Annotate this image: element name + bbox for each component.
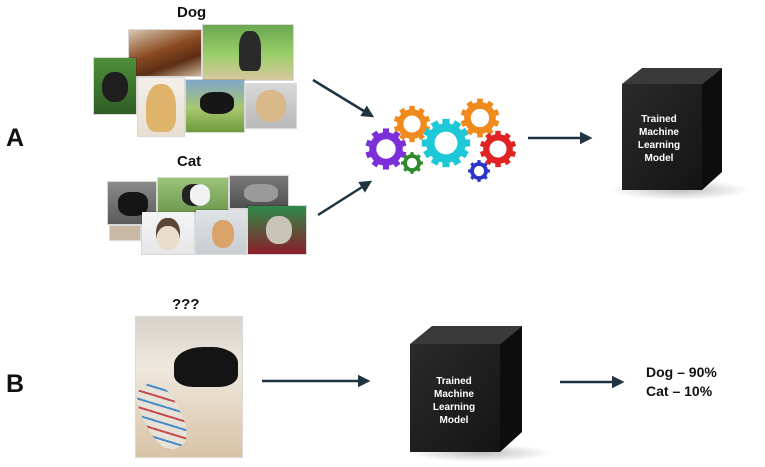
cube-label-line: Trained (436, 376, 472, 387)
cat-photo (230, 176, 288, 208)
result-dog: Dog – 90% (646, 364, 717, 380)
dog-photo (94, 58, 136, 114)
gear-icon (421, 118, 471, 168)
cube-label-line: Model (439, 415, 469, 426)
dog-photo (203, 25, 293, 80)
cat-photo (110, 226, 140, 240)
gear-icon (460, 98, 500, 138)
dog-photo (129, 30, 201, 76)
arrow-dog-to-gears (312, 78, 375, 118)
gear-icon (479, 130, 517, 168)
trained-model-cube-a (610, 68, 750, 200)
gear-icon (468, 160, 490, 182)
dog-photo (246, 84, 296, 128)
unknown-caption: ??? (172, 296, 200, 313)
arrow-cat-to-gears (317, 180, 373, 217)
trained-model-cube-b (408, 326, 552, 462)
result-cat: Cat – 10% (646, 383, 713, 399)
cat-photo (158, 178, 228, 212)
cat-photo (142, 212, 194, 254)
cat-photo (248, 206, 306, 254)
cube-label-line: Machine (433, 389, 474, 400)
training-gears (365, 98, 517, 182)
panel-label-b: B (6, 370, 25, 398)
cube-label-line: Learning (637, 140, 681, 151)
panel-label-a: A (6, 124, 25, 152)
cat-caption: Cat (177, 153, 202, 170)
cube-label-a: Trained Machine Learning Model (614, 113, 704, 165)
cube-label-line: Machine (638, 127, 679, 138)
dog-photo (138, 78, 184, 136)
unknown-dog-photo (136, 317, 242, 457)
cube-label-line: Learning (432, 402, 476, 413)
gear-icon (393, 105, 431, 143)
gear-icon (401, 152, 423, 174)
gear-icon (365, 128, 407, 170)
cat-photo (196, 210, 246, 254)
dog-caption: Dog (177, 4, 207, 21)
cube-label-b: Trained Machine Learning Model (409, 375, 499, 427)
cube-label-line: Model (644, 153, 674, 164)
dog-photo (186, 80, 244, 132)
classification-results: Dog – 90% Cat – 10% (646, 363, 717, 401)
cube-label-line: Trained (641, 114, 677, 125)
